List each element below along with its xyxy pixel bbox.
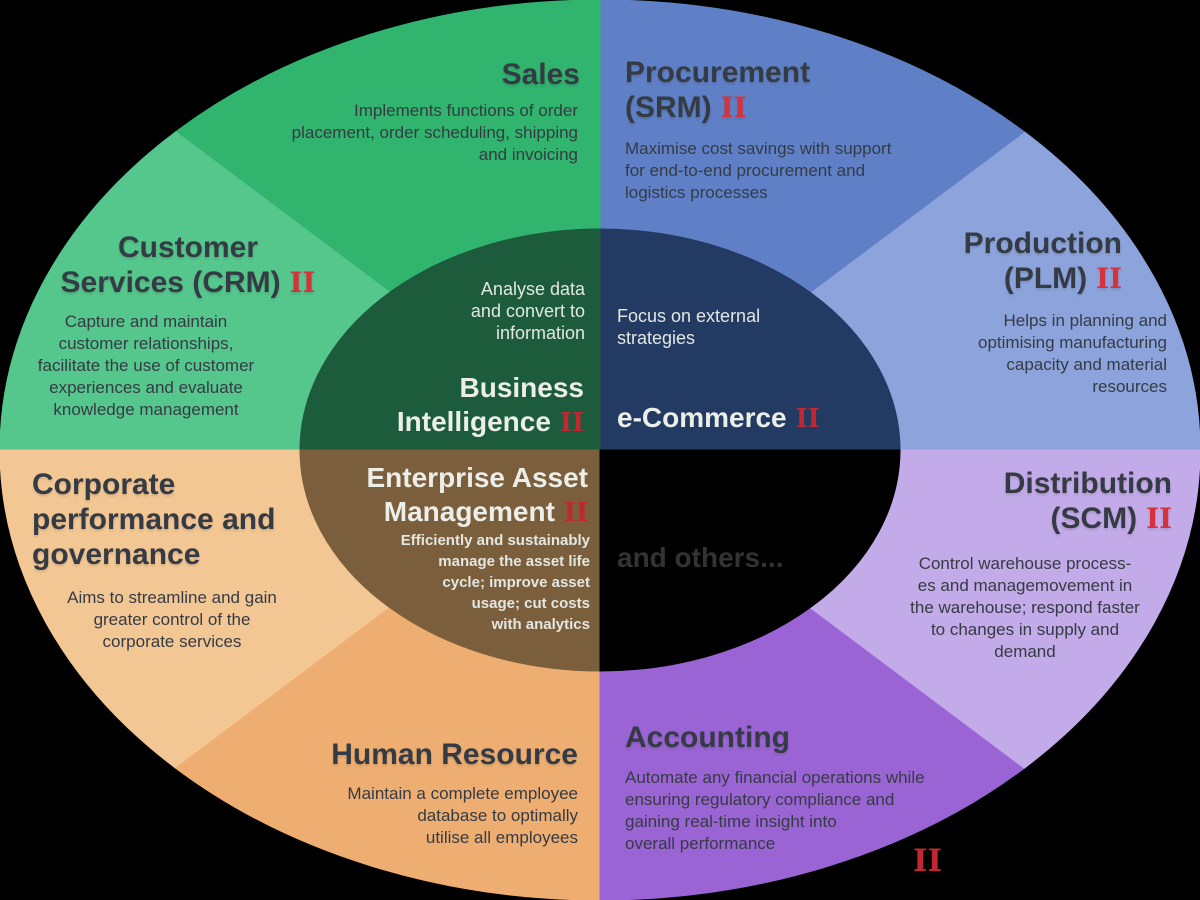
enterprise-asset-description: Efficiently and sustainably manage the a…	[400, 532, 590, 633]
distribution-numeral-ii: II	[1146, 502, 1172, 535]
corporate-description: Aims to streamline and gain greater cont…	[67, 588, 277, 651]
sales-title: Sales	[501, 58, 580, 91]
production-numeral-ii: II	[1096, 262, 1122, 295]
procurement-description: Maximise cost savings with support for e…	[625, 139, 892, 202]
sales-description: Implements functions of order placement,…	[291, 101, 578, 164]
production-title: Production (PLM)II	[963, 227, 1122, 295]
business-intelligence-note: Analyse data and convert to information	[470, 279, 585, 343]
accounting-numeral-ii: II	[913, 843, 943, 879]
customer-services-numeral-ii: II	[289, 266, 316, 299]
accounting-description: Automate any financial operations while …	[625, 768, 925, 853]
e-commerce-numeral-ii: II	[795, 404, 820, 434]
hub-enterprise-asset-quadrant	[299, 449, 601, 672]
customer-services-description: Capture and maintain customer relationsh…	[37, 312, 255, 419]
hub-business-intelligence-quadrant	[299, 228, 601, 451]
distribution-description: Control warehouse process- es and manage…	[910, 554, 1140, 661]
human-resource-title: Human Resource	[331, 738, 578, 771]
customer-services-title: Customer Services (CRM)II	[60, 231, 316, 299]
accounting-title: Accounting	[625, 721, 790, 754]
corporate-title: Corporate performance and governance	[32, 468, 276, 571]
others-label: and others...	[617, 542, 784, 573]
hub-e-commerce-quadrant	[599, 228, 901, 451]
production-description: Helps in planning and optimising manufac…	[978, 311, 1167, 396]
e-commerce-note: Focus on external strategies	[617, 306, 761, 348]
enterprise-asset-numeral-ii: II	[563, 498, 588, 528]
procurement-title: Procurement (SRM)II	[625, 56, 811, 124]
procurement-numeral-ii: II	[720, 91, 747, 124]
distribution-title: Distribution (SCM)II	[1003, 467, 1172, 535]
business-intelligence-numeral-ii: II	[559, 408, 584, 438]
hub-others-quadrant	[599, 449, 901, 672]
human-resource-description: Maintain a complete employee database to…	[347, 784, 578, 847]
